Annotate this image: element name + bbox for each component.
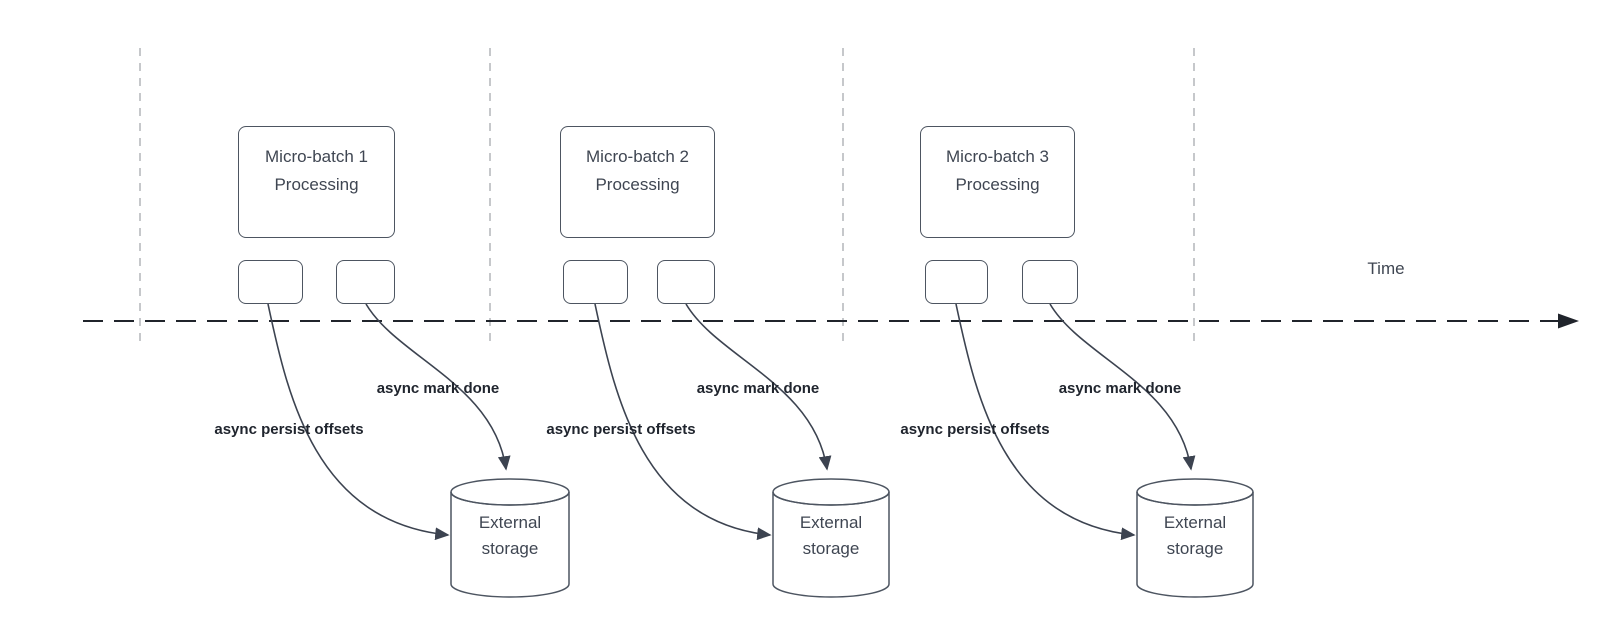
micro-batch-1-processing-box: Micro-batch 1 Processing — [238, 126, 395, 238]
external-storage-label-1: External storage — [450, 510, 570, 562]
external-storage-cylinder-1 — [450, 478, 570, 598]
external-storage-label-2: External storage — [771, 510, 891, 562]
storage-label-line2: storage — [481, 539, 539, 558]
mark-done-arrow-3 — [1049, 303, 1196, 471]
micro-batch-2-processing-box: Micro-batch 2 Processing — [560, 126, 715, 238]
offset-commit-box-2 — [563, 260, 628, 304]
storage-label-line1: External — [478, 513, 542, 532]
storage-label-line1: External — [799, 513, 863, 532]
micro-batch-3-processing-box: Micro-batch 3 Processing — [920, 126, 1075, 238]
storage-label-line1: External — [1163, 513, 1227, 532]
mark-done-box-3 — [1022, 260, 1078, 304]
persist-offsets-arrow-2 — [594, 303, 772, 541]
persist-offsets-label-1: async persist offsets — [214, 421, 364, 438]
processing-box-line1: Micro-batch 1 — [265, 147, 368, 166]
mark-done-label-1: async mark done — [376, 380, 500, 397]
persist-offsets-arrow-3 — [955, 303, 1136, 541]
time-axis-arrowhead-icon — [1558, 313, 1579, 329]
processing-box-line2: Processing — [595, 175, 680, 194]
mark-done-box-1 — [336, 260, 395, 304]
external-storage-label-3: External storage — [1135, 510, 1255, 562]
persist-offsets-arrow-1 — [267, 303, 450, 541]
offset-commit-box-3 — [925, 260, 988, 304]
storage-label-line2: storage — [802, 539, 860, 558]
processing-box-line2: Processing — [955, 175, 1040, 194]
mark-done-arrow-2 — [685, 303, 832, 471]
processing-box-line2: Processing — [274, 175, 359, 194]
external-storage-cylinder-2 — [772, 478, 890, 598]
offset-commit-box-1 — [238, 260, 303, 304]
time-axis-label: Time — [1367, 259, 1405, 278]
external-storage-cylinder-3 — [1136, 478, 1254, 598]
mark-done-box-2 — [657, 260, 715, 304]
persist-offsets-label-3: async persist offsets — [900, 421, 1050, 438]
processing-box-line1: Micro-batch 3 — [946, 147, 1049, 166]
mark-done-label-2: async mark done — [696, 380, 820, 397]
persist-offsets-label-2: async persist offsets — [546, 421, 696, 438]
mark-done-arrow-1 — [365, 303, 511, 471]
processing-box-line1: Micro-batch 2 — [586, 147, 689, 166]
mark-done-label-3: async mark done — [1058, 380, 1182, 397]
storage-label-line2: storage — [1166, 539, 1224, 558]
